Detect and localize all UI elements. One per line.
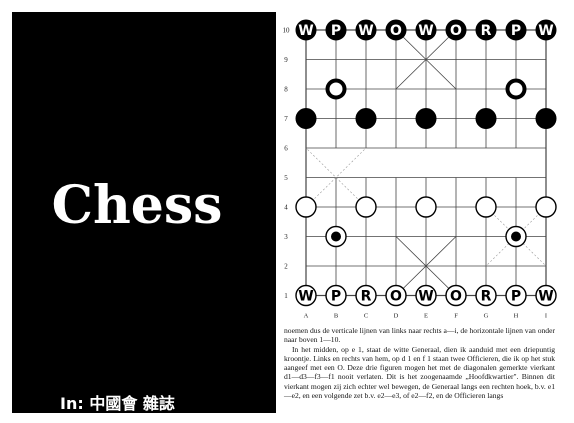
piece-letter: W <box>358 23 373 39</box>
white-piece <box>415 284 437 307</box>
rank-label: 8 <box>284 86 288 94</box>
file-label: I <box>545 313 547 320</box>
file-label: E <box>424 313 428 320</box>
file-label: F <box>454 313 458 320</box>
rank-label: 5 <box>284 174 288 182</box>
white-piece <box>445 284 467 307</box>
piece-letter: O <box>390 23 402 39</box>
black-piece <box>355 19 377 41</box>
black-soldier <box>295 108 317 129</box>
piece-letter: O <box>390 289 402 305</box>
white-soldier <box>475 196 497 218</box>
file-label: C <box>364 313 368 320</box>
black-soldier <box>475 108 497 129</box>
black-piece <box>445 19 467 41</box>
cannon-inner-ring <box>329 82 343 96</box>
rank-label: 9 <box>284 56 288 64</box>
piece-letter: W <box>538 23 553 39</box>
white-piece <box>535 284 557 307</box>
page-text-paragraph: In het midden, op e 1, staat de witte Ge… <box>284 344 555 401</box>
piece-letter: P <box>511 23 521 39</box>
white-piece <box>385 284 407 307</box>
white-piece <box>295 284 317 307</box>
black-piece <box>385 19 407 41</box>
file-label: H <box>514 313 519 320</box>
file-label: B <box>334 313 339 320</box>
black-soldier <box>355 108 377 129</box>
rank-label: 4 <box>284 204 288 212</box>
piece-letter: W <box>298 289 313 305</box>
palace-diagonal <box>395 29 457 90</box>
piece-letter: P <box>331 289 341 305</box>
cannon-inner-dot <box>511 231 521 242</box>
cannon-inner-ring <box>509 82 523 96</box>
piece-letter: R <box>481 289 492 305</box>
white-piece <box>505 284 527 307</box>
piece-letter: W <box>538 289 553 305</box>
palace-diagonal <box>395 236 457 296</box>
piece-letter: W <box>418 23 433 39</box>
black-piece <box>475 19 497 41</box>
white-piece <box>355 284 377 307</box>
slide-title: Chess <box>51 175 223 236</box>
page-text-paragraph: noemen dus de verticale lijnen van links… <box>284 326 555 345</box>
white-soldier <box>415 196 437 218</box>
rank-label: 3 <box>284 233 288 241</box>
file-label: A <box>304 313 309 320</box>
rank-label: 6 <box>284 145 288 153</box>
rank-label: 1 <box>284 292 288 300</box>
black-piece <box>415 19 437 41</box>
rank-label: 7 <box>284 115 288 123</box>
black-piece <box>295 19 317 41</box>
rank-label: 10 <box>283 27 291 35</box>
black-soldier <box>415 108 437 129</box>
black-soldier <box>535 108 557 129</box>
piece-letter: P <box>331 23 341 39</box>
piece-letter: O <box>450 289 462 305</box>
white-soldier <box>535 196 557 218</box>
file-label: D <box>394 313 399 320</box>
white-soldier <box>295 196 317 218</box>
rank-label: 2 <box>284 263 288 271</box>
piece-letter: O <box>450 23 462 39</box>
piece-letter: R <box>481 23 492 39</box>
file-label: G <box>484 313 489 320</box>
piece-letter: W <box>418 289 433 305</box>
white-soldier <box>355 196 377 218</box>
white-piece <box>325 284 347 307</box>
piece-letter: W <box>298 23 313 39</box>
piece-letter: R <box>361 289 372 305</box>
white-piece <box>475 284 497 307</box>
black-piece <box>535 19 557 41</box>
source-citation: In: 中國會 雜誌 <box>60 394 175 413</box>
black-piece <box>325 19 347 41</box>
piece-letter: P <box>511 289 521 305</box>
black-piece <box>505 19 527 41</box>
cannon-inner-dot <box>331 231 341 242</box>
page-text: noemen dus de verticale lijnen van links… <box>284 326 555 400</box>
